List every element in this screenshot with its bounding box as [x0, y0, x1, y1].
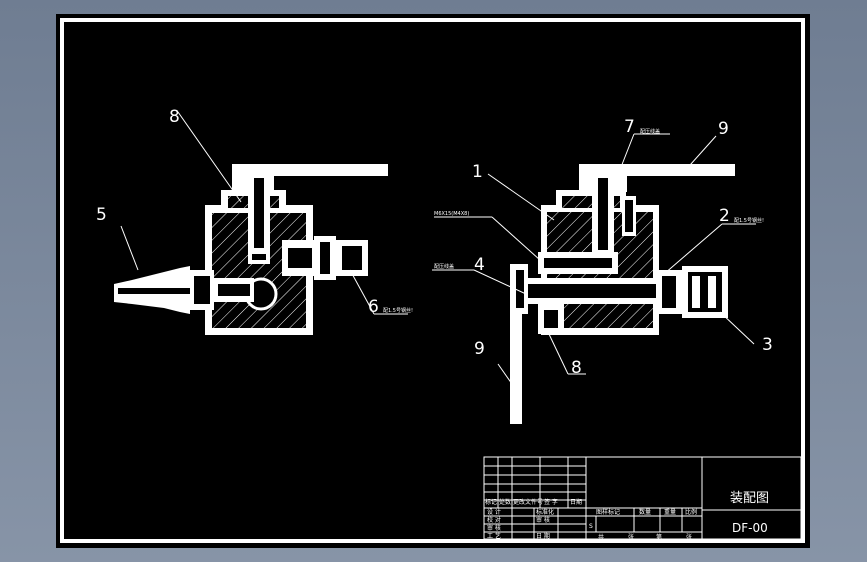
tb-header-3: 签 字 [544, 498, 558, 506]
title-block: 标记 处数 更改文件号 签 字 日期 设 计 标准化 校 对 审 核 审 核 工… [483, 456, 802, 541]
part-label-7: 7 [624, 117, 635, 137]
tb-header-4: 日期 [570, 498, 582, 506]
tb-header-1: 处数 [499, 498, 511, 506]
hose-barb [114, 266, 254, 314]
sheet-border [60, 18, 805, 543]
tb-stage-value: S [589, 523, 593, 530]
part-label-8-right: 8 [571, 358, 582, 378]
right-fitting [282, 236, 368, 280]
note-part-4: 配压线盖 [434, 263, 454, 270]
part-label-4: 4 [474, 255, 485, 275]
valve-handle [232, 164, 388, 176]
part-label-9-top: 9 [718, 119, 729, 139]
drawing-sheet: 8 5 6 配1.5号钢丝! 1 7 配压线盖 9 2 配1.5号钢丝! 4 配… [56, 14, 810, 548]
tb-sheets: 张 [628, 533, 634, 541]
part-label-2: 2 [719, 206, 730, 226]
part-label-9-bottom: 9 [474, 339, 485, 359]
outlet-fitting [656, 266, 728, 318]
tb-role-3: 工 艺 [487, 532, 501, 540]
tb-header-0: 标记 [485, 498, 497, 506]
part-label-5: 5 [96, 205, 107, 225]
note-part-2: 配1.5号钢丝! [734, 217, 764, 224]
tb-total: 共 [598, 533, 604, 541]
tb-role-2: 审 核 [487, 524, 501, 532]
part-label-6: 6 [368, 297, 379, 317]
tb-mass-header: 重量 [664, 508, 676, 516]
assembly-drawing: 8 5 6 配1.5号钢丝! 1 7 配压线盖 9 2 配1.5号钢丝! 4 配… [60, 18, 805, 543]
drawing-number: DF-00 [732, 521, 768, 535]
tb-header-2: 更改文件号 [513, 498, 543, 506]
tb-field-0: 标准化 [536, 508, 554, 516]
tb-field-1: 审 核 [536, 516, 550, 524]
valve-handle-right [579, 164, 735, 176]
drawing-title: 装配图 [730, 491, 769, 506]
part-label-8-left: 8 [169, 107, 180, 127]
note-bolt: M6X15(M4X8) [434, 211, 469, 217]
right-view [432, 133, 756, 424]
tb-role-0: 设 计 [487, 508, 501, 516]
part-label-1: 1 [472, 162, 483, 182]
left-view [114, 111, 408, 335]
tb-field-3: 日 期 [536, 532, 550, 540]
note-part-6: 配1.5号钢丝! [383, 307, 413, 314]
tb-no: 第 [656, 533, 662, 541]
tb-role-1: 校 对 [487, 516, 501, 524]
tb-scale-header: 比例 [685, 508, 697, 516]
tb-sheet: 张 [686, 533, 692, 541]
tb-qty-header: 数量 [639, 508, 651, 516]
part-label-3: 3 [762, 335, 773, 355]
tb-stage-header: 图样标记 [596, 508, 620, 516]
note-part-7: 配压线盖 [640, 128, 660, 135]
